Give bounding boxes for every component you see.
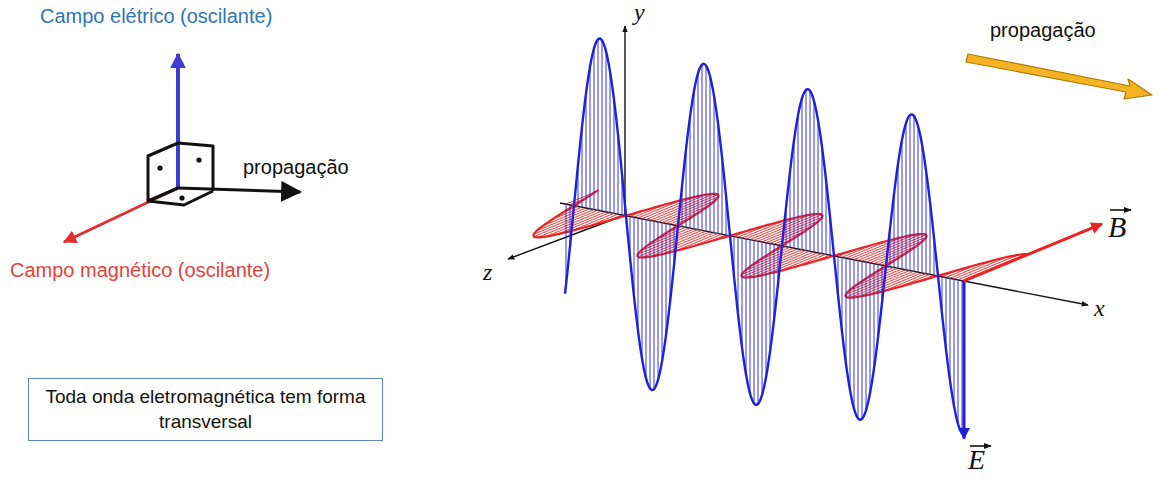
note-text: Toda onda eletromagnética tem forma tran… <box>41 385 370 434</box>
axes-sketch <box>64 54 300 242</box>
direction-label: propagação <box>243 155 349 179</box>
propagation-arrow <box>966 54 1152 99</box>
axis-label: x <box>1094 296 1105 320</box>
vector-overarrows <box>970 210 1131 446</box>
electric-wave <box>565 39 964 435</box>
field-label: Campo magnético (oscilante) <box>10 258 270 282</box>
axis-label: z <box>483 260 492 284</box>
field-vectors <box>964 224 1102 439</box>
field-label: Campo elétrico (oscilante) <box>40 4 272 28</box>
direction-label: propagação <box>990 18 1096 42</box>
vector-label: E <box>968 446 985 474</box>
vector-label: B <box>1108 212 1126 242</box>
axis-label: y <box>634 0 645 24</box>
note-box: Toda onda eletromagnética tem forma tran… <box>28 378 383 441</box>
